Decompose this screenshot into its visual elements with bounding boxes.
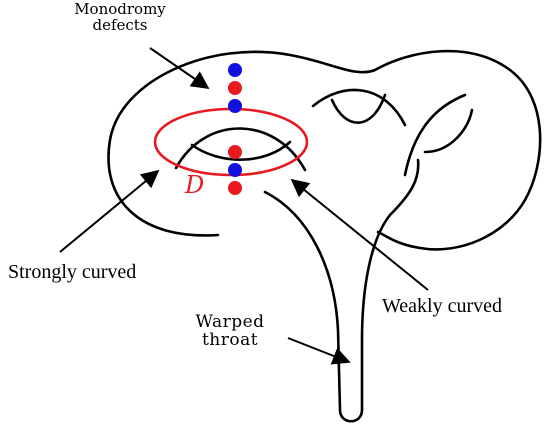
strongly-curved-label: Strongly curved <box>8 262 136 283</box>
monodromy-arrow <box>150 48 208 88</box>
middle-handle-lower <box>313 90 405 125</box>
warped-throat-arrow <box>288 338 349 362</box>
defect-dot-blue <box>228 163 242 177</box>
warped-label-line2: throat <box>178 332 282 350</box>
monodromy-label-line2: defects <box>58 18 182 34</box>
disk-d-label: D <box>185 173 204 198</box>
surface-outline <box>108 51 540 249</box>
middle-handle-upper <box>332 95 385 123</box>
throat-left-wall <box>265 192 362 421</box>
weakly-curved-label: Weakly curved <box>382 296 502 317</box>
monodromy-defects-label: Monodromy defects <box>58 2 182 34</box>
right-handle-lower <box>405 95 465 175</box>
defect-dot-red <box>228 181 242 195</box>
strongly-curved-arrow <box>60 171 158 252</box>
throat-right-wall <box>362 160 418 410</box>
defect-dot-red <box>228 145 242 159</box>
warped-throat-label: Warped throat <box>178 314 282 350</box>
defect-dot-blue <box>228 63 242 77</box>
defect-dot-blue <box>228 99 242 113</box>
defect-dot-red <box>228 81 242 95</box>
